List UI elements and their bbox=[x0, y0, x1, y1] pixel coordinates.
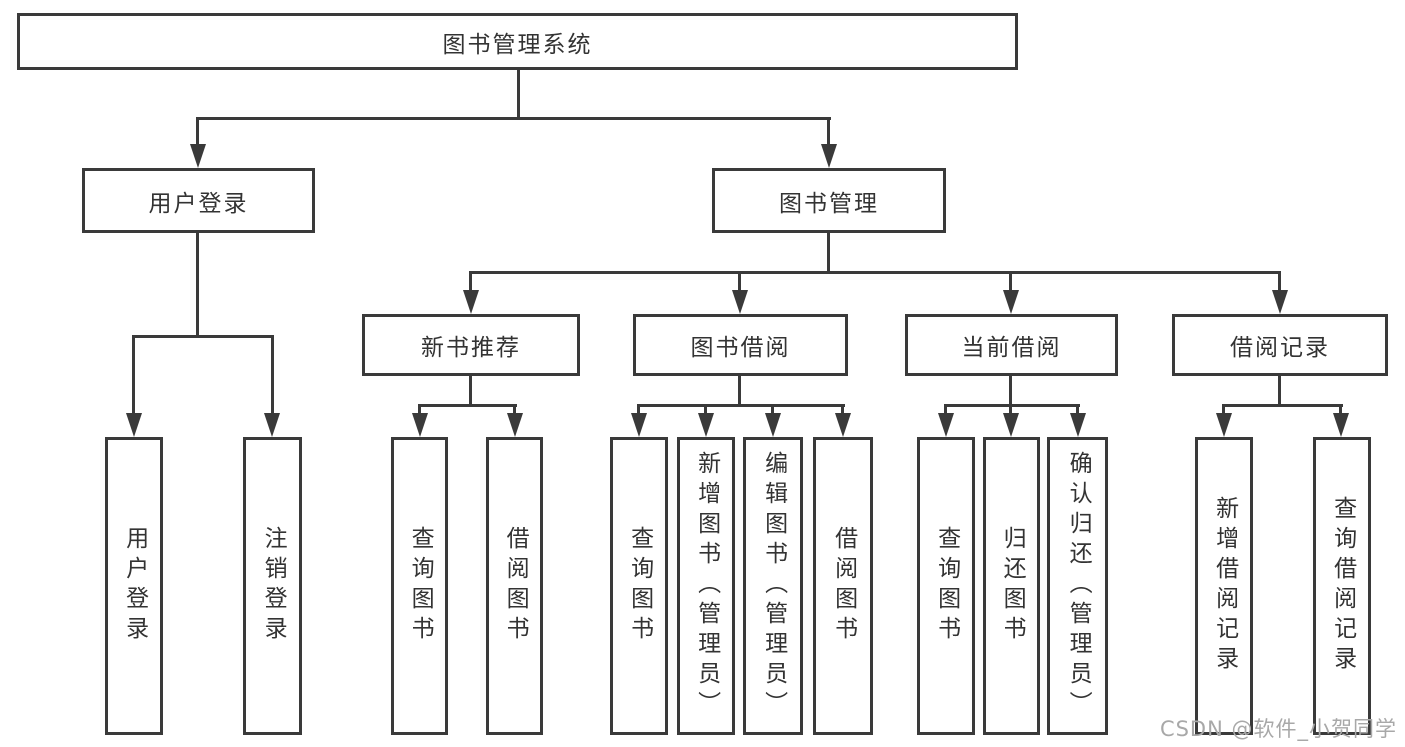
leaf-nb-borrow-book: 借阅图书 bbox=[486, 437, 543, 735]
node-borrow-records: 借阅记录 bbox=[1172, 314, 1388, 376]
connector-bookmgmt-drop2 bbox=[738, 271, 741, 296]
connector-records-drop2 bbox=[1339, 404, 1342, 417]
connector-bookborrow-drop3 bbox=[771, 404, 774, 417]
connector-records-hline bbox=[1222, 404, 1343, 407]
connector-currentborrow-drop3 bbox=[1076, 404, 1079, 417]
connector-newbooks-stem bbox=[469, 376, 472, 407]
leaf-cb-confirm-return-admin-label: 确认归还（管理员） bbox=[1065, 451, 1092, 721]
node-book-management: 图书管理 bbox=[712, 168, 946, 233]
connector-bookmgmt-hline bbox=[469, 271, 1280, 274]
arrowhead-bb-query bbox=[631, 413, 647, 437]
connector-root-drop-right bbox=[827, 117, 830, 149]
arrowhead-current-borrow bbox=[1003, 290, 1019, 314]
connector-bookmgmt-drop4 bbox=[1278, 271, 1281, 296]
leaf-br-query-record: 查询借阅记录 bbox=[1313, 437, 1371, 735]
leaf-br-add-record: 新增借阅记录 bbox=[1195, 437, 1253, 735]
arrowhead-borrow-records bbox=[1272, 290, 1288, 314]
arrowhead-logout-leaf bbox=[264, 413, 280, 437]
arrowhead-login-leaf bbox=[126, 413, 142, 437]
leaf-nb-query-book: 查询图书 bbox=[391, 437, 448, 735]
node-current-borrow-label: 当前借阅 bbox=[961, 335, 1062, 361]
arrowhead-user-login bbox=[190, 144, 206, 168]
leaf-bb-add-book-admin-label: 新增图书（管理员） bbox=[693, 451, 720, 721]
leaf-bb-borrow-book: 借阅图书 bbox=[813, 437, 873, 735]
arrowhead-book-management bbox=[821, 144, 837, 168]
arrowhead-cb-confirm bbox=[1070, 413, 1086, 437]
connector-bookmgmt-stem bbox=[827, 233, 830, 273]
connector-bookborrow-hline bbox=[637, 404, 845, 407]
leaf-br-query-record-label: 查询借阅记录 bbox=[1329, 496, 1356, 676]
node-user-login: 用户登录 bbox=[82, 168, 315, 233]
arrowhead-bb-edit bbox=[765, 413, 781, 437]
node-new-book-recommend: 新书推荐 bbox=[362, 314, 580, 376]
leaf-logout-label: 注销登录 bbox=[260, 526, 287, 646]
arrowhead-bb-add bbox=[698, 413, 714, 437]
connector-newbooks-drop1 bbox=[418, 404, 421, 417]
connector-records-stem bbox=[1278, 376, 1281, 407]
connector-newbooks-hline bbox=[418, 404, 517, 407]
arrowhead-nb-borrow bbox=[507, 413, 523, 437]
leaf-bb-query-book-label: 查询图书 bbox=[626, 526, 653, 646]
arrowhead-cb-query bbox=[938, 413, 954, 437]
connector-currentborrow-hline bbox=[944, 404, 1080, 407]
leaf-bb-edit-book-admin-label: 编辑图书（管理员） bbox=[760, 451, 787, 721]
connector-root-stem bbox=[517, 68, 520, 119]
leaf-bb-query-book: 查询图书 bbox=[610, 437, 668, 735]
connector-bookborrow-drop2 bbox=[704, 404, 707, 417]
node-user-login-label: 用户登录 bbox=[148, 190, 249, 217]
leaf-br-add-record-label: 新增借阅记录 bbox=[1211, 496, 1238, 676]
leaf-bb-edit-book-admin: 编辑图书（管理员） bbox=[743, 437, 803, 735]
node-root-label: 图书管理系统 bbox=[442, 31, 593, 58]
connector-userlogin-drop1 bbox=[132, 335, 135, 417]
node-book-borrow-label: 图书借阅 bbox=[690, 335, 791, 361]
node-root: 图书管理系统 bbox=[17, 13, 1018, 70]
leaf-cb-query-book: 查询图书 bbox=[917, 437, 975, 735]
leaf-cb-query-book-label: 查询图书 bbox=[933, 526, 960, 646]
connector-userlogin-hline bbox=[132, 335, 274, 338]
connector-userlogin-stem bbox=[196, 233, 199, 338]
arrowhead-bb-borrow bbox=[835, 413, 851, 437]
leaf-cb-return-book-label: 归还图书 bbox=[999, 526, 1026, 646]
connector-currentborrow-drop1 bbox=[944, 404, 947, 417]
connector-bookborrow-stem bbox=[738, 376, 741, 407]
node-book-management-label: 图书管理 bbox=[779, 190, 879, 217]
leaf-logout: 注销登录 bbox=[243, 437, 302, 735]
arrowhead-new-books bbox=[463, 290, 479, 314]
arrowhead-nb-query bbox=[412, 413, 428, 437]
arrowhead-br-add bbox=[1216, 413, 1232, 437]
arrowhead-cb-return bbox=[1003, 413, 1019, 437]
leaf-cb-confirm-return-admin: 确认归还（管理员） bbox=[1047, 437, 1108, 735]
connector-root-hline bbox=[196, 117, 831, 120]
node-new-book-recommend-label: 新书推荐 bbox=[421, 335, 521, 361]
arrowhead-br-query bbox=[1333, 413, 1349, 437]
leaf-nb-query-book-label: 查询图书 bbox=[407, 526, 434, 646]
leaf-nb-borrow-book-label: 借阅图书 bbox=[502, 526, 529, 646]
connector-root-drop-left bbox=[196, 117, 199, 149]
connector-userlogin-drop2 bbox=[271, 335, 274, 417]
node-current-borrow: 当前借阅 bbox=[905, 314, 1118, 376]
connector-bookborrow-drop4 bbox=[841, 404, 844, 417]
connector-records-drop1 bbox=[1222, 404, 1225, 417]
node-book-borrow: 图书借阅 bbox=[633, 314, 848, 376]
connector-bookborrow-drop1 bbox=[637, 404, 640, 417]
leaf-bb-add-book-admin: 新增图书（管理员） bbox=[677, 437, 735, 735]
leaf-user-login: 用户登录 bbox=[105, 437, 163, 735]
arrowhead-book-borrow bbox=[732, 290, 748, 314]
connector-newbooks-drop2 bbox=[513, 404, 516, 417]
leaf-bb-borrow-book-label: 借阅图书 bbox=[830, 526, 857, 646]
connector-currentborrow-drop2 bbox=[1009, 404, 1012, 417]
leaf-user-login-label: 用户登录 bbox=[121, 526, 148, 646]
leaf-cb-return-book: 归还图书 bbox=[983, 437, 1040, 735]
connector-currentborrow-stem bbox=[1009, 376, 1012, 407]
node-borrow-records-label: 借阅记录 bbox=[1230, 335, 1330, 361]
connector-bookmgmt-drop1 bbox=[469, 271, 472, 296]
watermark: CSDN @软件_小贺同学 bbox=[1159, 717, 1397, 741]
connector-bookmgmt-drop3 bbox=[1009, 271, 1012, 296]
